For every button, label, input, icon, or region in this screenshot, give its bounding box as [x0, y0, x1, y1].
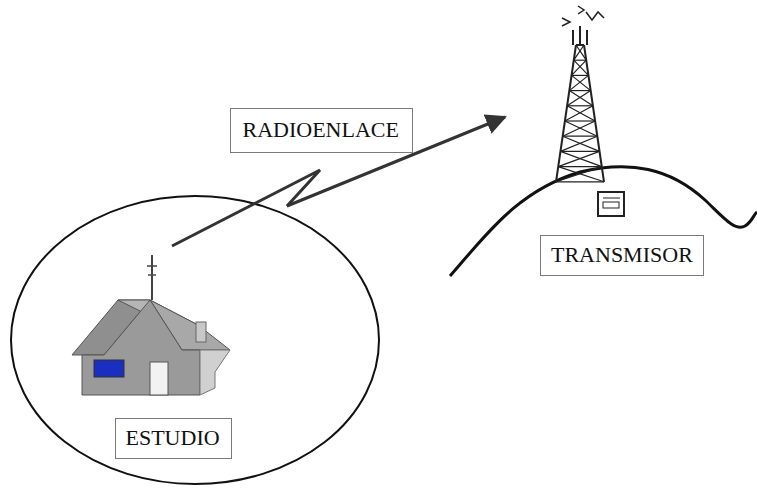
- link-label-box: RADIOENLACE: [230, 108, 413, 153]
- studio-region: [11, 196, 379, 484]
- node-label: ESTUDIO: [126, 425, 221, 451]
- transmitter-box: [598, 192, 624, 216]
- node-label: RADIOENLACE: [243, 117, 400, 143]
- studio-label-box: ESTUDIO: [115, 418, 232, 459]
- transmitter-tower: [556, 6, 604, 182]
- radio-link-arrow: [172, 117, 505, 246]
- studio-house: [72, 255, 230, 395]
- transmitter-label-box: TRANSMISOR: [540, 235, 704, 276]
- node-label: TRANSMISOR: [551, 242, 693, 268]
- tower-lattice: [556, 45, 604, 182]
- hill: [450, 167, 757, 276]
